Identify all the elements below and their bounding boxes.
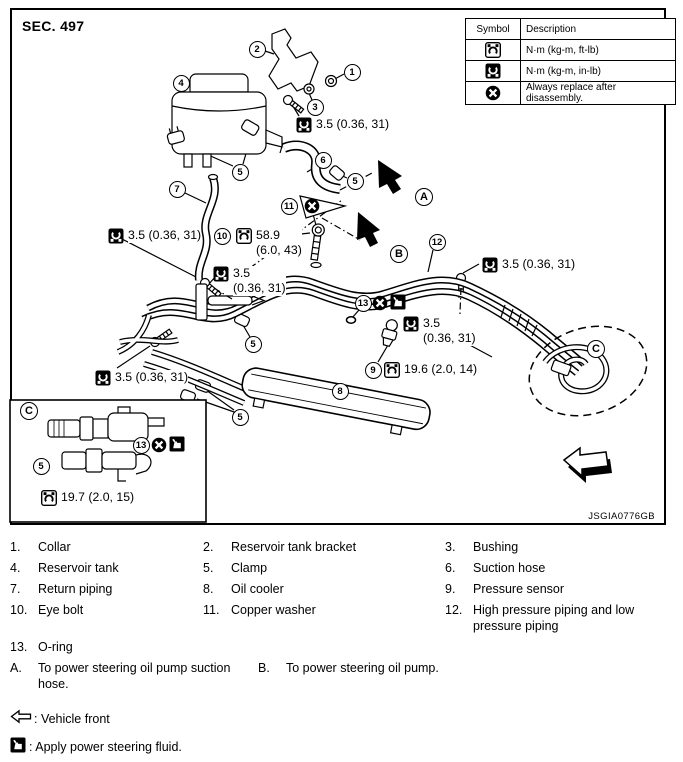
torque-label: 3.5 (0.36, 31)	[482, 257, 576, 273]
callout-6: 6	[314, 151, 332, 169]
torque-inlb-icon	[213, 266, 229, 282]
torque-inlb-icon	[108, 228, 124, 244]
apply-fluid-note: : Apply power steering fluid.	[10, 737, 676, 757]
callout-1: 1	[343, 63, 361, 81]
fluid-icon	[169, 436, 185, 452]
part-item: 1.Collar	[10, 540, 71, 554]
callout-9: 9	[364, 361, 382, 379]
torque-ftlb-icon	[484, 41, 502, 59]
symbol-legend-table: Symbol Description N·m (kg-m, ft-lb) N·m…	[465, 18, 676, 105]
replace-icon	[151, 437, 167, 453]
torque-label: 3.5 (0.36, 31)	[108, 228, 202, 244]
callout-11: 11	[280, 197, 298, 215]
callout-5: 5	[231, 163, 249, 181]
part-item: 11.Copper washer	[203, 603, 316, 617]
parts-list: 1.Collar 2.Reservoir tank bracket 3.Bush…	[10, 539, 676, 757]
parts-row: 1.Collar 2.Reservoir tank bracket 3.Bush…	[10, 539, 676, 555]
part-item: 13.O-ring	[10, 640, 73, 654]
callout-5: 5	[231, 408, 249, 426]
callout-2: 2	[248, 40, 266, 58]
callout-4: 4	[172, 74, 190, 92]
vehicle-front-icon	[10, 709, 32, 728]
callout-5: 5	[346, 172, 364, 190]
part-item: 6.Suction hose	[445, 561, 546, 575]
part-item: 7.Return piping	[10, 582, 113, 596]
parts-row: 4.Reservoir tank 5.Clamp 6.Suction hose	[10, 560, 676, 576]
view-label-A: A	[415, 188, 433, 206]
section-title: SEC. 497	[22, 18, 85, 34]
part-item: 5.Clamp	[203, 561, 268, 575]
torque-label: 3.5(0.36, 31)	[403, 316, 476, 346]
part-item: 10.Eye bolt	[10, 603, 84, 617]
legend-desc: N·m (kg-m, in-lb)	[520, 60, 676, 82]
note-a: A.To power steering oil pump suction hos…	[10, 661, 231, 691]
view-label-C: C	[20, 402, 38, 420]
torque-inlb-icon	[485, 63, 501, 79]
part-item: 8.Oil cooler	[203, 582, 284, 596]
torque-inlb-icon	[296, 117, 312, 133]
callout-13: 13	[354, 294, 372, 312]
parts-row: 13.O-ring	[10, 639, 676, 655]
note-b: B.To power steering oil pump.	[258, 661, 439, 675]
torque-ftlb-icon	[383, 361, 401, 379]
part-item: 3.Bushing	[445, 540, 519, 554]
part-item: 12.High pressure piping and low pressure…	[445, 603, 635, 633]
torque-label: 19.6 (2.0, 14)	[383, 361, 478, 379]
torque-inlb-icon	[482, 257, 498, 273]
fluid-icon	[10, 737, 26, 757]
torque-label: 58.9(6.0, 43)	[235, 227, 302, 258]
legend-header-description: Description	[520, 18, 676, 40]
torque-label: 19.7 (2.0, 15)	[40, 489, 135, 507]
fluid-icon	[390, 294, 406, 310]
torque-ftlb-icon	[235, 227, 253, 245]
callout-7: 7	[168, 180, 186, 198]
figure-code: JSGIA0776GB	[588, 511, 655, 522]
torque-label: 3.5 (0.36, 31)	[95, 370, 189, 386]
callout-10: 10	[213, 227, 231, 245]
view-label-C: C	[587, 340, 605, 358]
legend-desc: N·m (kg-m, ft-lb)	[520, 39, 676, 61]
legend-desc: Always replace after disassembly.	[520, 81, 676, 105]
callout-5: 5	[32, 457, 50, 475]
reference-notes: A.To power steering oil pump suction hos…	[10, 660, 676, 692]
callout-5: 5	[244, 335, 262, 353]
view-label-B: B	[390, 245, 408, 263]
replace-icon	[304, 198, 320, 214]
callout-3: 3	[306, 98, 324, 116]
torque-label: 3.5(0.36, 31)	[213, 266, 286, 296]
callout-12: 12	[428, 233, 446, 251]
part-item: 4.Reservoir tank	[10, 561, 119, 575]
torque-inlb-icon	[403, 316, 419, 332]
replace-icon	[485, 85, 501, 101]
replace-icon	[372, 295, 388, 311]
vehicle-front-note: : Vehicle front	[10, 709, 676, 728]
part-item: 9.Pressure sensor	[445, 582, 565, 596]
part-item: 2.Reservoir tank bracket	[203, 540, 357, 554]
torque-inlb-icon	[95, 370, 111, 386]
legend-header-symbol: Symbol	[465, 18, 521, 40]
torque-label: 3.5 (0.36, 31)	[296, 117, 390, 133]
parts-row: 7.Return piping 8.Oil cooler 9.Pressure …	[10, 581, 676, 597]
parts-row: 10.Eye bolt 11.Copper washer 12.High pre…	[10, 602, 676, 634]
torque-ftlb-icon	[40, 489, 58, 507]
callout-8: 8	[331, 382, 349, 400]
callout-13: 13	[132, 436, 150, 454]
